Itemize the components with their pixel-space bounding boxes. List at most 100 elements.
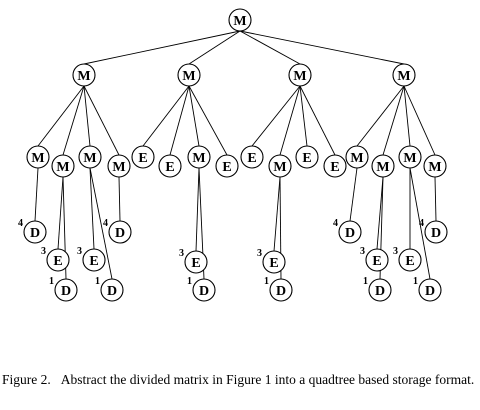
leaf-node-3-2-label: D: [276, 284, 286, 299]
level-number-3: 3: [393, 246, 398, 257]
level-number-1: 1: [363, 276, 368, 287]
edge-level2-to-leaf: [34, 167, 39, 222]
leaf-node-4-2: E: [365, 248, 389, 272]
edge-level1-to-level2: [188, 85, 228, 156]
edge-level2-to-leaf: [409, 167, 431, 280]
leaf-node-4-5-label: D: [425, 284, 435, 299]
leaf-node-4-4-label: E: [405, 254, 414, 269]
level2-node-1-1-label: M: [31, 151, 44, 166]
edge-level1-to-level2: [188, 85, 200, 147]
level-number-1: 1: [187, 276, 192, 287]
level1-node-1: M: [72, 63, 96, 87]
root-node: M: [228, 8, 252, 32]
leaf-node-1-5-label: D: [107, 284, 117, 299]
leaf-node-1-6: D: [108, 220, 132, 244]
level1-node-4-label: M: [397, 69, 410, 84]
level1-node-1-circle: [72, 63, 96, 87]
leaf-node-4-6-label: D: [431, 226, 441, 241]
level2-node-3-4: E: [323, 154, 347, 178]
level1-node-4-circle: [392, 63, 416, 87]
root-node-circle: [228, 8, 252, 32]
level-number-3: 3: [360, 246, 365, 257]
level2-node-4-3-circle: [398, 145, 422, 169]
leaf-node-4-2-label: E: [372, 254, 381, 269]
level2-node-2-4-label: E: [222, 160, 231, 175]
edge-root-to-level1: [239, 30, 301, 65]
level2-node-2-1: E: [131, 145, 155, 169]
level-number-4: 4: [333, 218, 338, 229]
leaf-node-1-6-label: D: [115, 226, 125, 241]
leaf-node-3-2: D: [269, 278, 293, 302]
leaf-node-1-3-circle: [54, 278, 78, 302]
level-number-3: 3: [41, 246, 46, 257]
level2-node-3-4-circle: [323, 154, 347, 178]
edge-level2-to-leaf: [89, 167, 113, 280]
level2-node-2-2-circle: [158, 154, 182, 178]
leaf-node-1-5: D: [100, 278, 124, 302]
level2-node-2-3-label: M: [192, 151, 205, 166]
level2-node-3-2: M: [268, 154, 292, 178]
leaf-node-1-2: E: [46, 248, 70, 272]
level2-node-3-3-label: E: [302, 151, 311, 166]
edge-level1-to-level2: [356, 85, 405, 147]
leaf-node-1-1-circle: [23, 220, 47, 244]
level2-node-4-3-label: M: [403, 151, 416, 166]
edge-level1-to-level2: [299, 85, 308, 147]
root-node-label: M: [233, 14, 246, 29]
edge-level2-to-leaf: [195, 167, 200, 252]
level2-node-1-2-circle: [51, 154, 75, 178]
level2-node-3-2-circle: [268, 154, 292, 178]
level2-node-2-4-circle: [215, 154, 239, 178]
level2-node-2-2-label: E: [165, 160, 174, 175]
leaf-node-2-1-circle: [184, 250, 208, 274]
level2-node-1-1-circle: [26, 145, 50, 169]
level2-node-1-4-circle: [107, 154, 131, 178]
caption-text: Abstract the divided matrix in Figure 1 …: [60, 372, 475, 387]
leaf-node-1-3-label: D: [61, 284, 71, 299]
leaf-node-1-3: D: [54, 278, 78, 302]
leaf-node-1-5-circle: [100, 278, 124, 302]
edge-root-to-level1: [83, 30, 241, 65]
edge-level1-to-level2: [83, 85, 120, 156]
level-number-3: 3: [179, 248, 184, 259]
level2-node-3-4-label: E: [330, 160, 339, 175]
level2-node-4-1-label: M: [350, 151, 363, 166]
leaf-node-1-4-circle: [82, 248, 106, 272]
edge-level1-to-level2: [279, 85, 301, 156]
edge-level1-to-level2: [403, 85, 436, 156]
level1-node-3: M: [288, 63, 312, 87]
leaf-node-2-1-label: E: [191, 256, 200, 271]
leaf-node-4-3-label: D: [375, 284, 385, 299]
level-number-1: 1: [264, 276, 269, 287]
level1-node-2-circle: [177, 63, 201, 87]
level2-node-1-4-label: M: [112, 160, 125, 175]
leaf-node-4-6: D: [424, 220, 448, 244]
level1-node-1-label: M: [77, 69, 90, 84]
level-number-3: 3: [257, 248, 262, 259]
level2-node-2-2: E: [158, 154, 182, 178]
leaf-node-3-2-circle: [269, 278, 293, 302]
edge-level1-to-level2: [169, 85, 190, 156]
level2-node-1-4: M: [107, 154, 131, 178]
level2-node-4-2-circle: [371, 154, 395, 178]
leaf-node-4-3-circle: [368, 278, 392, 302]
edge-level2-to-leaf: [273, 176, 281, 252]
level2-node-4-2: M: [371, 154, 395, 178]
edge-level1-to-level2: [299, 85, 336, 156]
leaf-node-4-5: D: [418, 278, 442, 302]
level2-node-4-3: M: [398, 145, 422, 169]
level2-node-2-1-circle: [131, 145, 155, 169]
level-number-1: 1: [95, 276, 100, 287]
level-number-4: 4: [419, 218, 424, 229]
leaf-node-1-6-circle: [108, 220, 132, 244]
level2-node-1-3: M: [78, 145, 102, 169]
leaf-node-1-4-label: E: [89, 254, 98, 269]
leaf-node-2-2-label: D: [199, 284, 209, 299]
leaf-node-2-2: D: [192, 278, 216, 302]
level1-node-2-label: M: [182, 69, 195, 84]
level2-node-1-3-label: M: [83, 151, 96, 166]
edge-root-to-level1: [188, 30, 241, 65]
level2-node-4-1: M: [345, 145, 369, 169]
edge-level1-to-level2: [142, 85, 190, 147]
